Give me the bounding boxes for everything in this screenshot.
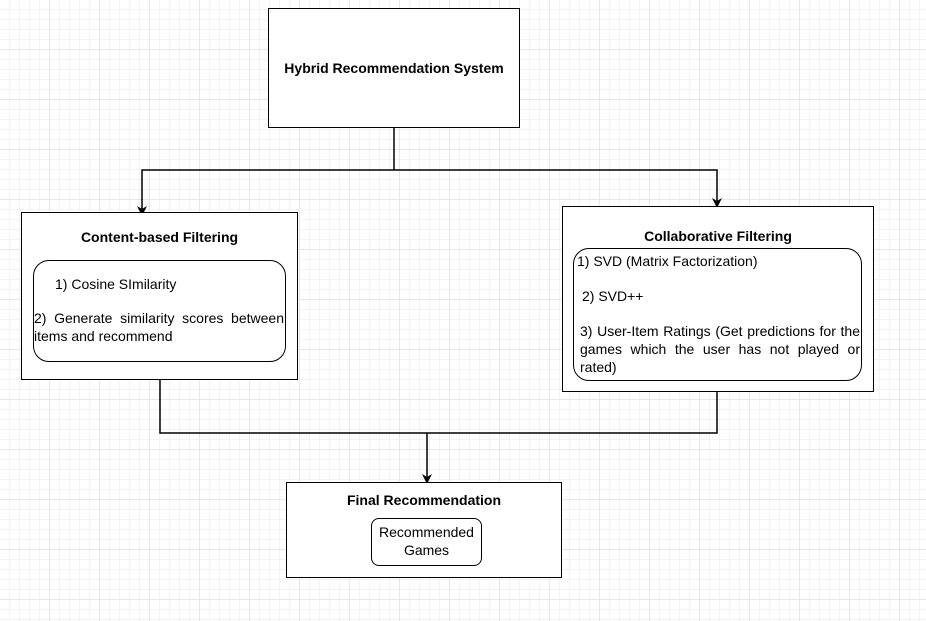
collaborative-method-1: 1) SVD (Matrix Factorization) bbox=[577, 253, 758, 269]
edge-content-to-final bbox=[159, 379, 427, 434]
hybrid-system-title: Hybrid Recommendation System bbox=[284, 60, 504, 76]
collaborative-method-2: 2) SVD++ bbox=[582, 288, 644, 304]
collaborative-method-3: 3) User-Item Ratings (Get predictions fo… bbox=[580, 323, 860, 375]
hybrid-system-node[interactable]: Hybrid Recommendation System bbox=[268, 8, 520, 128]
recommended-games-label: Recommended Games bbox=[379, 524, 474, 558]
content-based-methods[interactable] bbox=[33, 260, 286, 362]
content-based-title: Content-based Filtering bbox=[80, 229, 239, 245]
content-method-2: 2) Generate similarity scores between it… bbox=[34, 310, 284, 344]
recommended-games-box[interactable]: Recommended Games bbox=[371, 518, 482, 566]
final-recommendation-title: Final Recommendation bbox=[346, 492, 502, 508]
edge-hybrid-to-content bbox=[137, 128, 395, 216]
collaborative-title: Collaborative Filtering bbox=[644, 228, 792, 244]
content-method-1: 1) Cosine SImilarity bbox=[55, 276, 177, 292]
edge-collaborative-to-final bbox=[427, 391, 718, 434]
edge-hybrid-to-collaborative bbox=[394, 169, 722, 208]
collaborative-methods[interactable] bbox=[573, 248, 862, 381]
